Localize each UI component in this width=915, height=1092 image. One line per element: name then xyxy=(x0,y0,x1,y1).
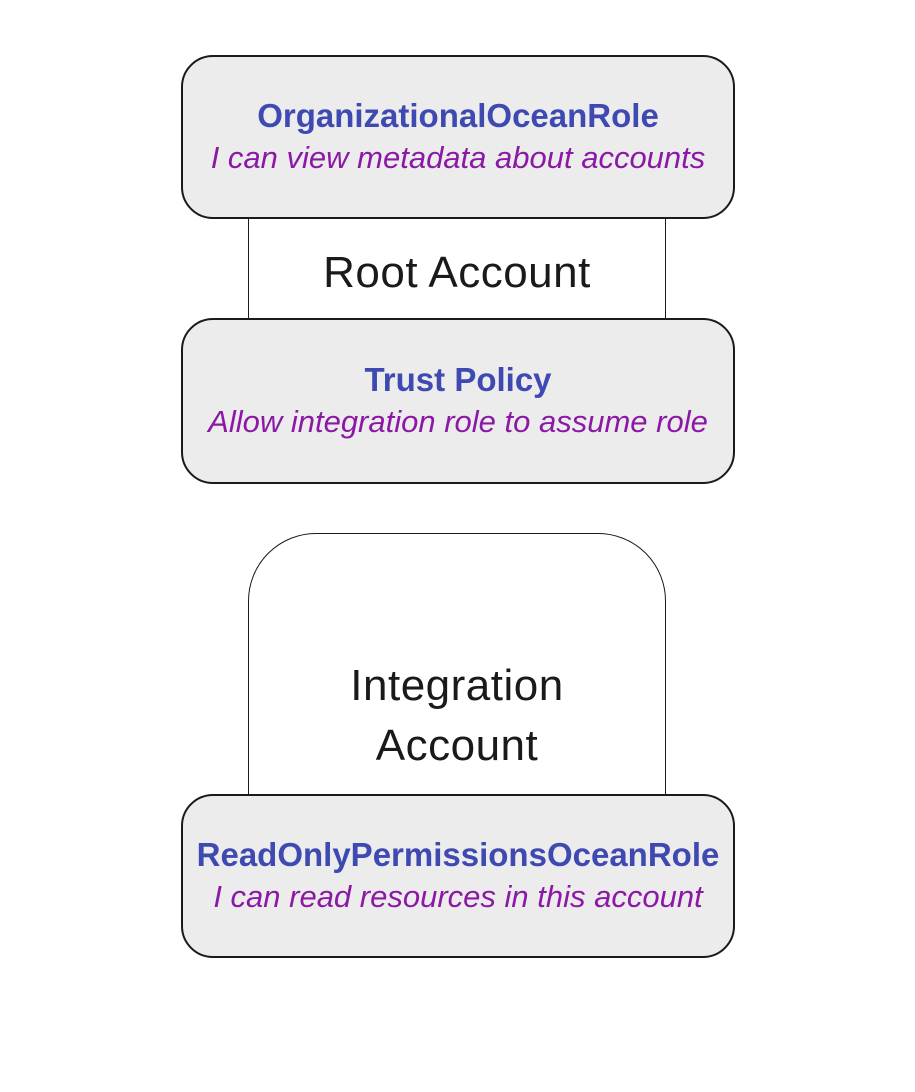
integration-account-label: Integration Account xyxy=(350,661,564,770)
root-account-label: Root Account xyxy=(323,248,591,297)
trust-policy-node: Trust Policy Allow integration role to a… xyxy=(181,318,735,484)
organizational-ocean-role-node: OrganizationalOceanRole I can view metad… xyxy=(181,55,735,219)
read-only-permissions-ocean-role-node: ReadOnlyPermissionsOceanRole I can read … xyxy=(181,794,735,958)
trust-policy-description: Allow integration role to assume role xyxy=(208,404,708,439)
read-only-permissions-ocean-role-title: ReadOnlyPermissionsOceanRole xyxy=(196,836,720,873)
organizational-ocean-role-description: I can view metadata about accounts xyxy=(210,140,706,175)
read-only-permissions-ocean-role-description: I can read resources in this account xyxy=(213,879,703,914)
organizational-ocean-role-title: OrganizationalOceanRole xyxy=(257,97,659,134)
trust-policy-title: Trust Policy xyxy=(364,361,552,398)
